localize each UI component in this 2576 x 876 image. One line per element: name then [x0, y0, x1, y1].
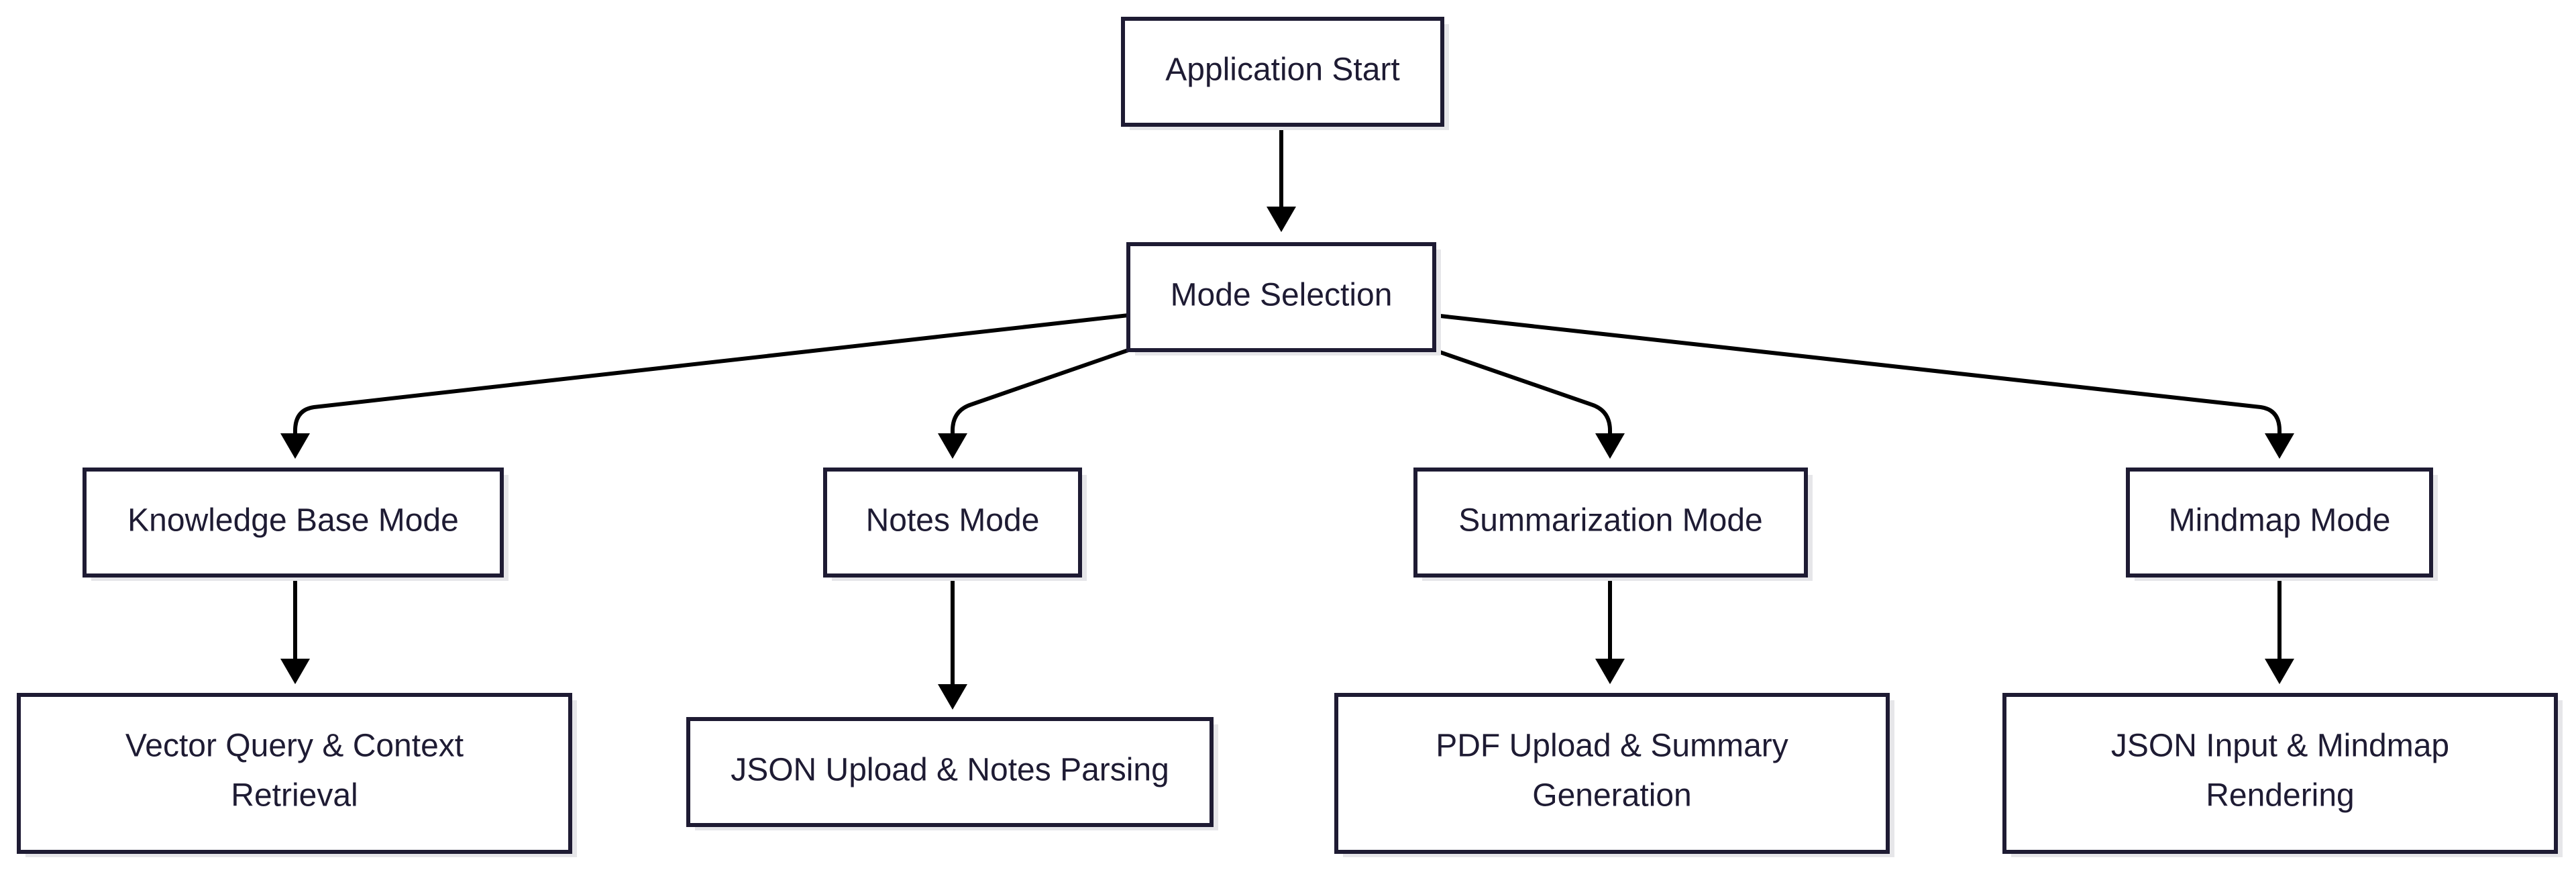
node-pdf-upload-summary-generation: PDF Upload & Summary Generation: [1334, 693, 1894, 857]
node-vector-query-context-retrieval: Vector Query & Context Retrieval: [17, 693, 577, 857]
edge-mode-selection-to-mindmap: [1434, 313, 2282, 433]
node-label: JSON Upload & Notes Parsing: [731, 753, 1169, 788]
arrowhead-knowledge-base: [280, 433, 310, 459]
node-label: Application Start: [1165, 52, 1400, 88]
arrowhead-mode-selection: [1267, 207, 1296, 232]
node-label-line-2: Retrieval: [231, 778, 358, 814]
edge-mode-selection-to-summarization: [1434, 348, 1612, 433]
node-json-input-mindmap-rendering: JSON Input & Mindmap Rendering: [2002, 693, 2563, 857]
node-label-line-2: Generation: [1532, 778, 1692, 814]
node-label: Summarization Mode: [1458, 503, 1763, 539]
arrowhead-notes: [938, 433, 967, 459]
node-label: Mode Selection: [1171, 278, 1393, 313]
node-json-upload-notes-parsing: JSON Upload & Notes Parsing: [686, 717, 1218, 830]
arrowhead-summarization: [1595, 433, 1625, 459]
node-application-start: Application Start: [1121, 17, 1449, 130]
edges: [280, 127, 2294, 710]
node-label: Knowledge Base Mode: [127, 503, 459, 539]
node-label: Notes Mode: [866, 503, 1040, 539]
node-label-line-1: JSON Input & Mindmap: [2111, 728, 2449, 764]
arrowhead-pdf-summary: [1595, 659, 1625, 684]
node-label-line-2: Rendering: [2206, 778, 2354, 814]
node-notes-mode: Notes Mode: [823, 468, 1087, 581]
node-mindmap-mode: Mindmap Mode: [2126, 468, 2438, 581]
node-label-line-1: PDF Upload & Summary: [1436, 728, 1788, 764]
node-summarization-mode: Summarization Mode: [1413, 468, 1813, 581]
node-label-line-1: Vector Query & Context: [125, 728, 464, 764]
arrowhead-json-notes: [938, 684, 967, 710]
node-mode-selection: Mode Selection: [1126, 242, 1441, 355]
node-label: Mindmap Mode: [2169, 503, 2391, 539]
arrowhead-json-mindmap: [2265, 659, 2294, 684]
node-knowledge-base-mode: Knowledge Base Mode: [83, 468, 508, 581]
arrowhead-mindmap: [2265, 433, 2294, 459]
arrowhead-vector-query: [280, 659, 310, 684]
edge-mode-selection-to-knowledge-base: [293, 313, 1129, 433]
edge-mode-selection-to-notes: [951, 348, 1129, 433]
